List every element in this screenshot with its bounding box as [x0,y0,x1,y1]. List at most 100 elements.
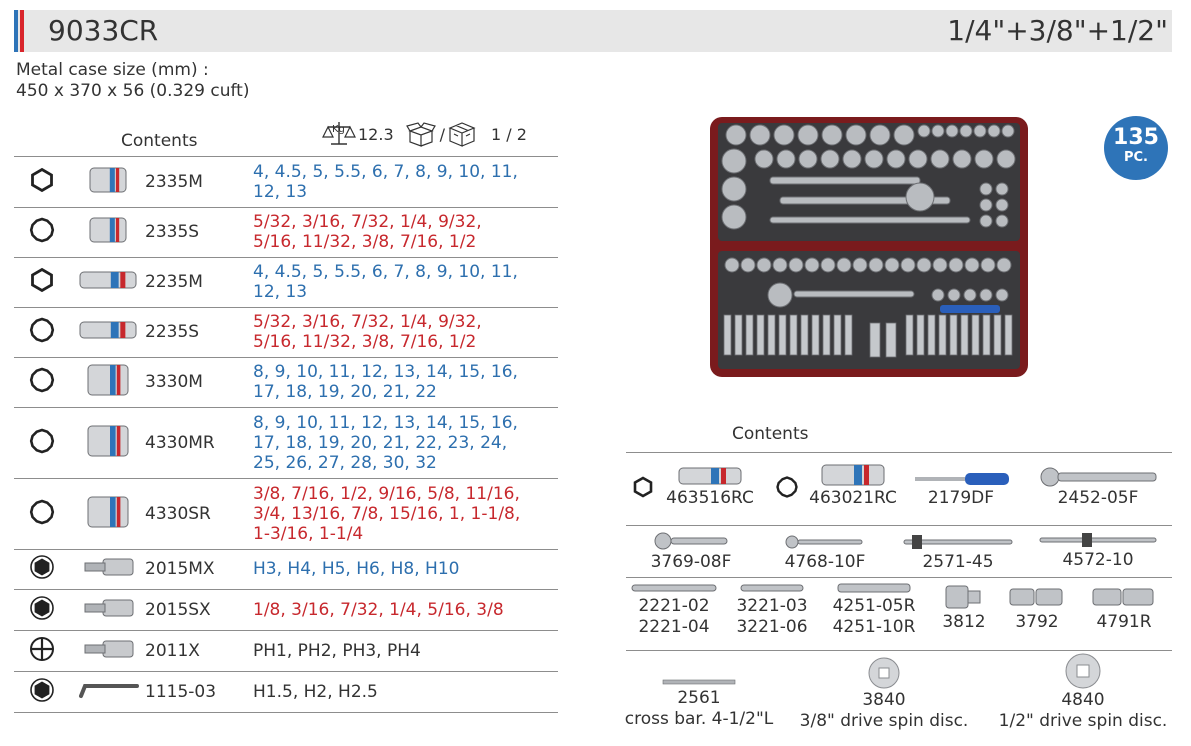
phillips-symbol-icon [30,636,54,661]
twelve-point-socket-symbol-icon [29,499,55,524]
size-line: 8, 9, 10, 11, 12, 13, 14, 15, 16, [253,412,518,433]
piece-count-badge: 135 PC. [1104,116,1168,180]
model-number: 9033CR [48,14,159,47]
blue-accent-bar [14,10,18,52]
row-symbol [14,589,70,630]
row-picture [70,357,145,407]
ratchet-handle-icon [1040,467,1157,487]
item-3792: 3792 [1004,582,1070,633]
extension-bar-icon [740,584,804,592]
item-code: 4840 [1061,690,1105,710]
right-rule-4 [626,650,1172,651]
row-symbol [14,671,70,712]
item-description: 1/2" drive spin disc. [998,711,1168,731]
item-463021RC: 463021RC [798,462,908,509]
red-accent-bar [20,10,24,52]
table-row: 2015SX 1/8, 3/16, 7/32, 1/4, 5/16, 3/8 [14,589,558,630]
size-line: 1/8, 3/16, 7/32, 1/4, 5/16, 3/8 [253,599,504,620]
item-code: 2221-04 [638,617,710,637]
adaptor-icon [945,585,981,609]
case-size: Metal case size (mm) : 450 x 370 x 56 (0… [16,60,249,102]
size-line: 8, 9, 10, 11, 12, 13, 14, 15, 16, [253,362,518,382]
hex-socket-symbol-icon [31,267,53,293]
row-code: 2335M [145,171,203,192]
socket-array-graphic [721,124,1016,358]
t-bar-icon [1039,533,1157,547]
item-code: 4251-10R [832,617,916,637]
hex-socket-symbol-icon [633,476,653,498]
row-sizes: 3/8, 7/16, 1/2, 9/16, 5/8, 11/16,3/4, 13… [253,478,558,549]
item-code: 3840 [862,690,906,710]
bit-socket-icon [84,599,133,616]
row-sizes: 8, 9, 10, 11, 12, 13, 14, 15, 16,17, 18,… [253,407,558,478]
row-symbol [14,478,70,549]
item-2221-extension: 2221-02 2221-04 [626,580,722,638]
row-code: 2015SX [145,599,211,620]
item-code: 4768-10F [784,552,866,572]
universal-joint-icon [1092,588,1154,606]
item-code: 3792 [1015,612,1059,632]
size-line: 17, 18, 19, 20, 21, 22 [253,382,437,402]
item-code: 463021RC [809,488,897,508]
table-row: 4330SR 3/8, 7/16, 1/2, 9/16, 5/8, 11/16,3… [14,478,558,549]
row-symbol [14,407,70,478]
row-picture [70,549,145,589]
item-code: 4791R [1096,612,1152,632]
row-sizes: 5/32, 3/16, 7/32, 1/4, 9/32,5/16, 11/32,… [253,307,558,357]
row-picture [70,407,145,478]
hex-key-icon [78,683,139,698]
extension-bar-icon [631,584,717,592]
row-symbol [14,157,70,207]
size-line: 25, 26, 27, 28, 30, 32 [253,452,437,473]
item-2571-45: 2571-45 [900,532,1016,573]
size-line: 5/32, 3/16, 7/32, 1/4, 9/32, [253,312,482,332]
row-picture [70,307,145,357]
flex-handle-icon [785,535,863,549]
size-line: 17, 18, 19, 20, 21, 22, 23, 24, [253,432,508,453]
row-code: 2011X [145,640,200,661]
row-sizes: H1.5, H2, H2.5 [253,671,558,712]
row-picture [70,257,145,307]
row-sizes: PH1, PH2, PH3, PH4 [253,630,558,671]
item-3769-08F: 3769-08F [636,530,746,573]
twelve-point-socket-symbol-icon [29,317,55,343]
size-line: 12, 13 [253,181,308,202]
row-symbol [14,257,70,307]
row-picture [70,207,145,257]
row-picture [70,478,145,549]
item-2452-05F: 2452-05F [1036,466,1160,509]
item-code: 3221-06 [736,617,808,637]
row-sizes: 5/32, 3/16, 7/32, 1/4, 9/32,5/16, 11/32,… [253,207,558,257]
right-contents-heading: Contents [732,424,809,444]
spin-disc-icon [868,657,900,689]
item-code: 2221-02 [638,596,710,616]
hex-bit-symbol-icon [30,677,54,702]
size-line: 5/16, 11/32, 3/8, 7/16, 1/2 [253,232,477,252]
deep-socket-icon [678,467,742,485]
hex-bit-symbol-icon [30,595,54,620]
sliding-t-bar-icon [903,535,1013,549]
spin-disc-icon [1065,653,1101,689]
item-3812: 3812 [934,580,994,633]
twelve-point-socket-symbol-icon [29,367,55,393]
screwdriver-icon [915,473,1009,485]
item-4768-10F: 4768-10F [770,532,880,573]
row-symbol [14,307,70,357]
row-symbol [14,207,70,257]
row-picture [70,671,145,712]
carton-quantity: 1 / 2 [491,124,527,144]
contents-table: 2335M 4, 4.5, 5, 5.5, 6, 7, 8, 9, 10, 11,… [14,157,558,713]
item-code: 4572-10 [1062,550,1134,570]
socket-icon [87,496,128,527]
right-rule-1 [626,452,1172,453]
hex-bit-symbol-icon [30,555,54,579]
size-line: 4, 4.5, 5, 5.5, 6, 7, 8, 9, 10, 11, [253,262,518,282]
item-2179DF: 2179DF [906,470,1016,509]
row-code: 4330SR [145,503,211,524]
